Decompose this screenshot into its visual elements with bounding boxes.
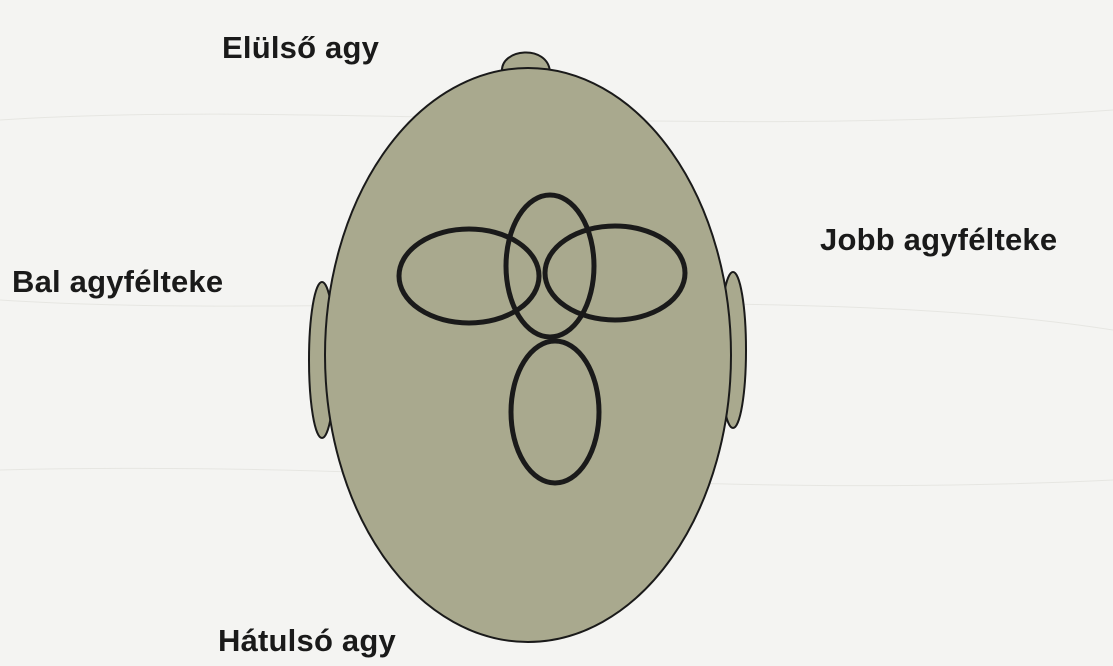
label-right-hemisphere: Jobb agyfélteke <box>820 224 1057 255</box>
label-left-hemisphere: Bal agyfélteke <box>12 266 223 297</box>
label-front-brain: Elülső agy <box>222 32 379 63</box>
label-back-brain: Hátulsó agy <box>218 625 396 656</box>
